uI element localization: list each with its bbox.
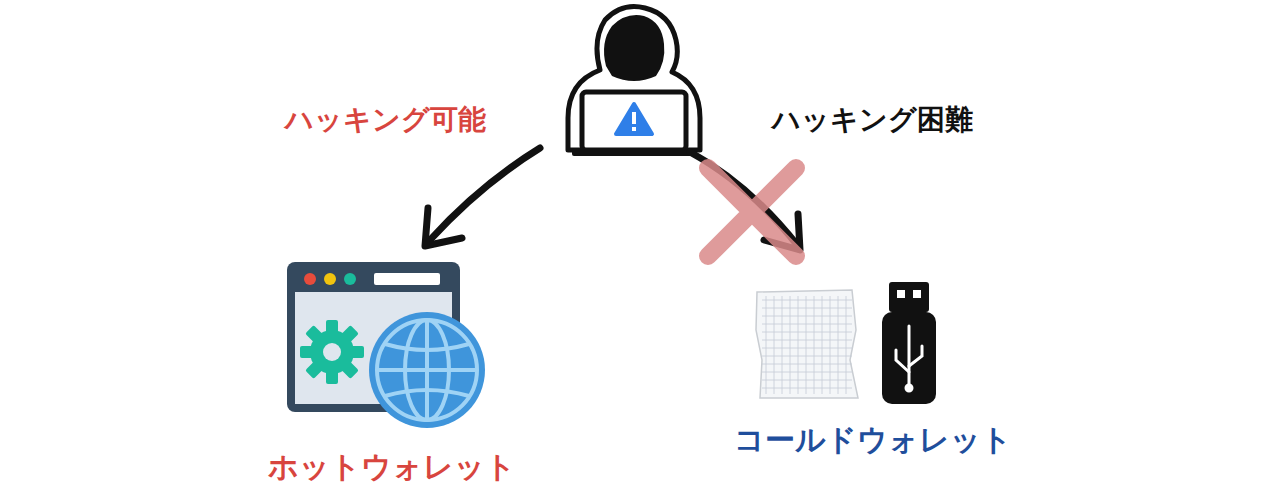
hack-status: ハッキング可能: [285, 103, 486, 137]
attack-arrow: [425, 148, 540, 246]
hack-status: ハッキング困難: [772, 103, 973, 137]
wallet-name: コールドウォレット: [734, 422, 1012, 458]
wallet-group: ホットウォレット: [262, 255, 522, 495]
wallet-name: ホットウォレット: [268, 449, 516, 485]
hacker-figure: [568, 7, 700, 157]
blocked-arrow: [690, 152, 800, 256]
wallet-group: コールドウォレット: [728, 275, 1018, 465]
hot-wallet-icon: [287, 262, 485, 428]
cold-wallet-icon: [756, 282, 936, 404]
